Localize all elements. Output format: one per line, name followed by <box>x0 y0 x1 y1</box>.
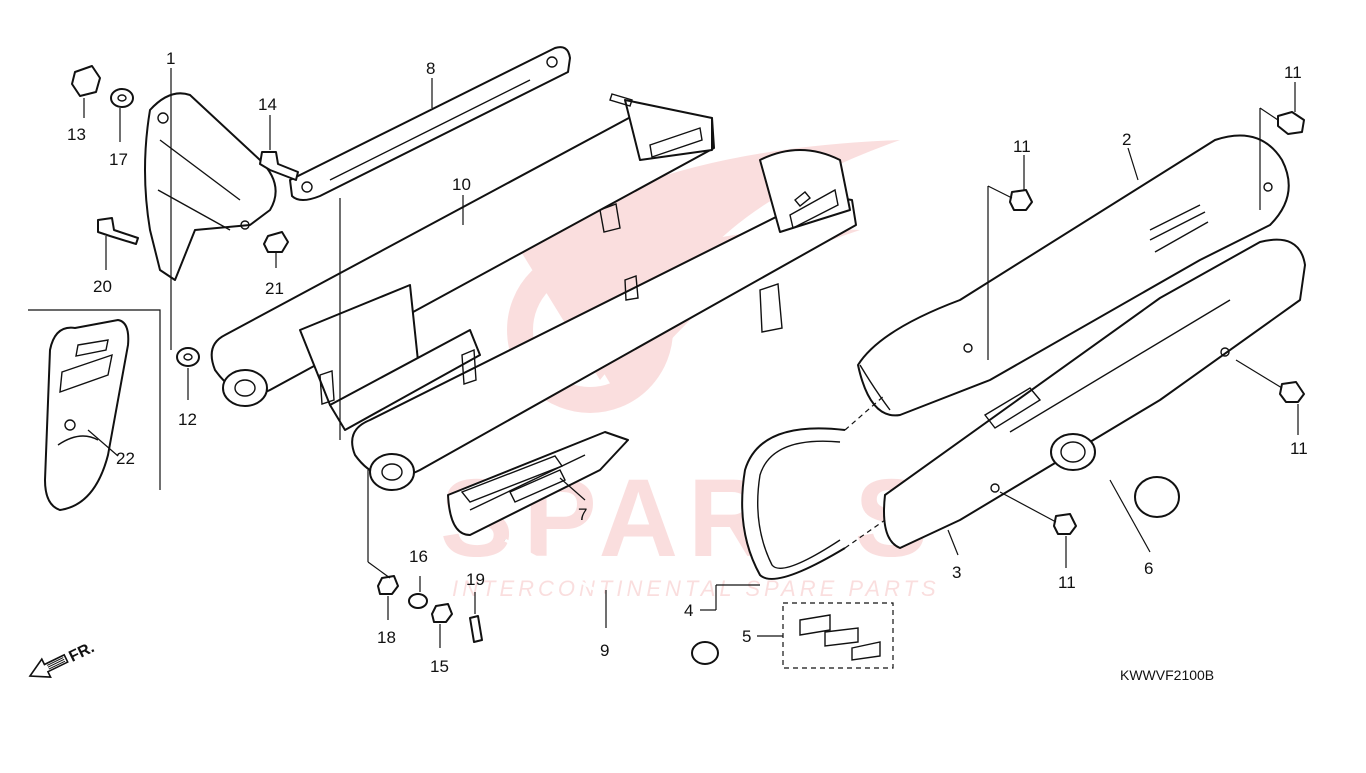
callout-22: 22 <box>116 449 135 468</box>
part-9-axle-bolt[interactable] <box>504 538 719 665</box>
part-12-collar[interactable] <box>176 347 200 367</box>
part-11-bolt-a[interactable] <box>1277 111 1305 135</box>
part-11-bolt-c[interactable] <box>1279 381 1305 403</box>
callout-21: 21 <box>265 279 284 298</box>
callout-3: 3 <box>952 563 961 582</box>
part-20-bolt[interactable] <box>97 217 139 245</box>
front-direction-arrow-icon: FR. <box>28 639 97 678</box>
callout-1: 1 <box>166 49 175 68</box>
part-4-drive-chain[interactable] <box>741 394 886 580</box>
part-10-swingarm[interactable] <box>210 93 857 491</box>
callout-8: 8 <box>426 59 435 78</box>
part-16-washer[interactable] <box>408 593 428 609</box>
part-6-inspection-cap[interactable] <box>1050 433 1180 518</box>
watermark-tagline: INTERCONTINENTAL SPARE PARTS <box>452 576 940 601</box>
part-18-nut[interactable] <box>377 575 399 595</box>
callout-11-b: 11 <box>1013 137 1031 156</box>
part-14-bolt[interactable] <box>259 151 299 181</box>
callout-6: 6 <box>1144 559 1153 578</box>
callout-9: 9 <box>600 641 609 660</box>
part-11-bolt-d[interactable] <box>1053 513 1077 535</box>
callout-7: 7 <box>578 505 587 524</box>
watermark-wing-shape-2 <box>560 228 860 400</box>
part-2-chain-case-upper[interactable] <box>857 134 1290 417</box>
leader-lines <box>28 68 1299 648</box>
callout-12: 12 <box>178 410 197 429</box>
part-3-chain-case-lower[interactable] <box>883 238 1306 549</box>
callout-20: 20 <box>93 277 112 296</box>
part-22-side-plate[interactable] <box>44 319 130 511</box>
fasteners <box>71 65 1305 643</box>
callout-18: 18 <box>377 628 396 647</box>
part-13-nut[interactable] <box>71 65 101 97</box>
callout-17: 17 <box>109 150 128 169</box>
front-direction-label: FR. <box>66 639 97 666</box>
part-8-torque-link[interactable] <box>289 46 571 201</box>
callout-11-a: 11 <box>1284 63 1302 82</box>
callout-4: 4 <box>684 601 693 620</box>
callout-11-c: 11 <box>1290 439 1308 458</box>
callout-10: 10 <box>452 175 471 194</box>
callout-2: 2 <box>1122 130 1131 149</box>
callout-5: 5 <box>742 627 751 646</box>
callout-14: 14 <box>258 95 277 114</box>
callout-13: 13 <box>67 125 86 144</box>
diagram-code: KWWVF2100B <box>1120 667 1214 683</box>
part-11-bolt-b[interactable] <box>1009 189 1033 211</box>
part-21-nut[interactable] <box>263 231 289 253</box>
callout-16: 16 <box>409 547 428 566</box>
part-19-cotter-pin[interactable] <box>469 615 483 643</box>
part-17-washer[interactable] <box>110 88 134 108</box>
callout-15: 15 <box>430 657 449 676</box>
part-5-joint-link[interactable] <box>782 602 894 669</box>
part-15-nut[interactable] <box>431 603 453 623</box>
callout-11-d: 11 <box>1058 573 1076 592</box>
part-7-chain-slider[interactable] <box>447 431 629 536</box>
part-1-chain-guard-bracket[interactable] <box>144 92 277 281</box>
callouts: 1 2 3 4 5 6 7 8 9 10 11 11 11 11 12 13 1… <box>67 49 1308 676</box>
callout-19: 19 <box>466 570 485 589</box>
